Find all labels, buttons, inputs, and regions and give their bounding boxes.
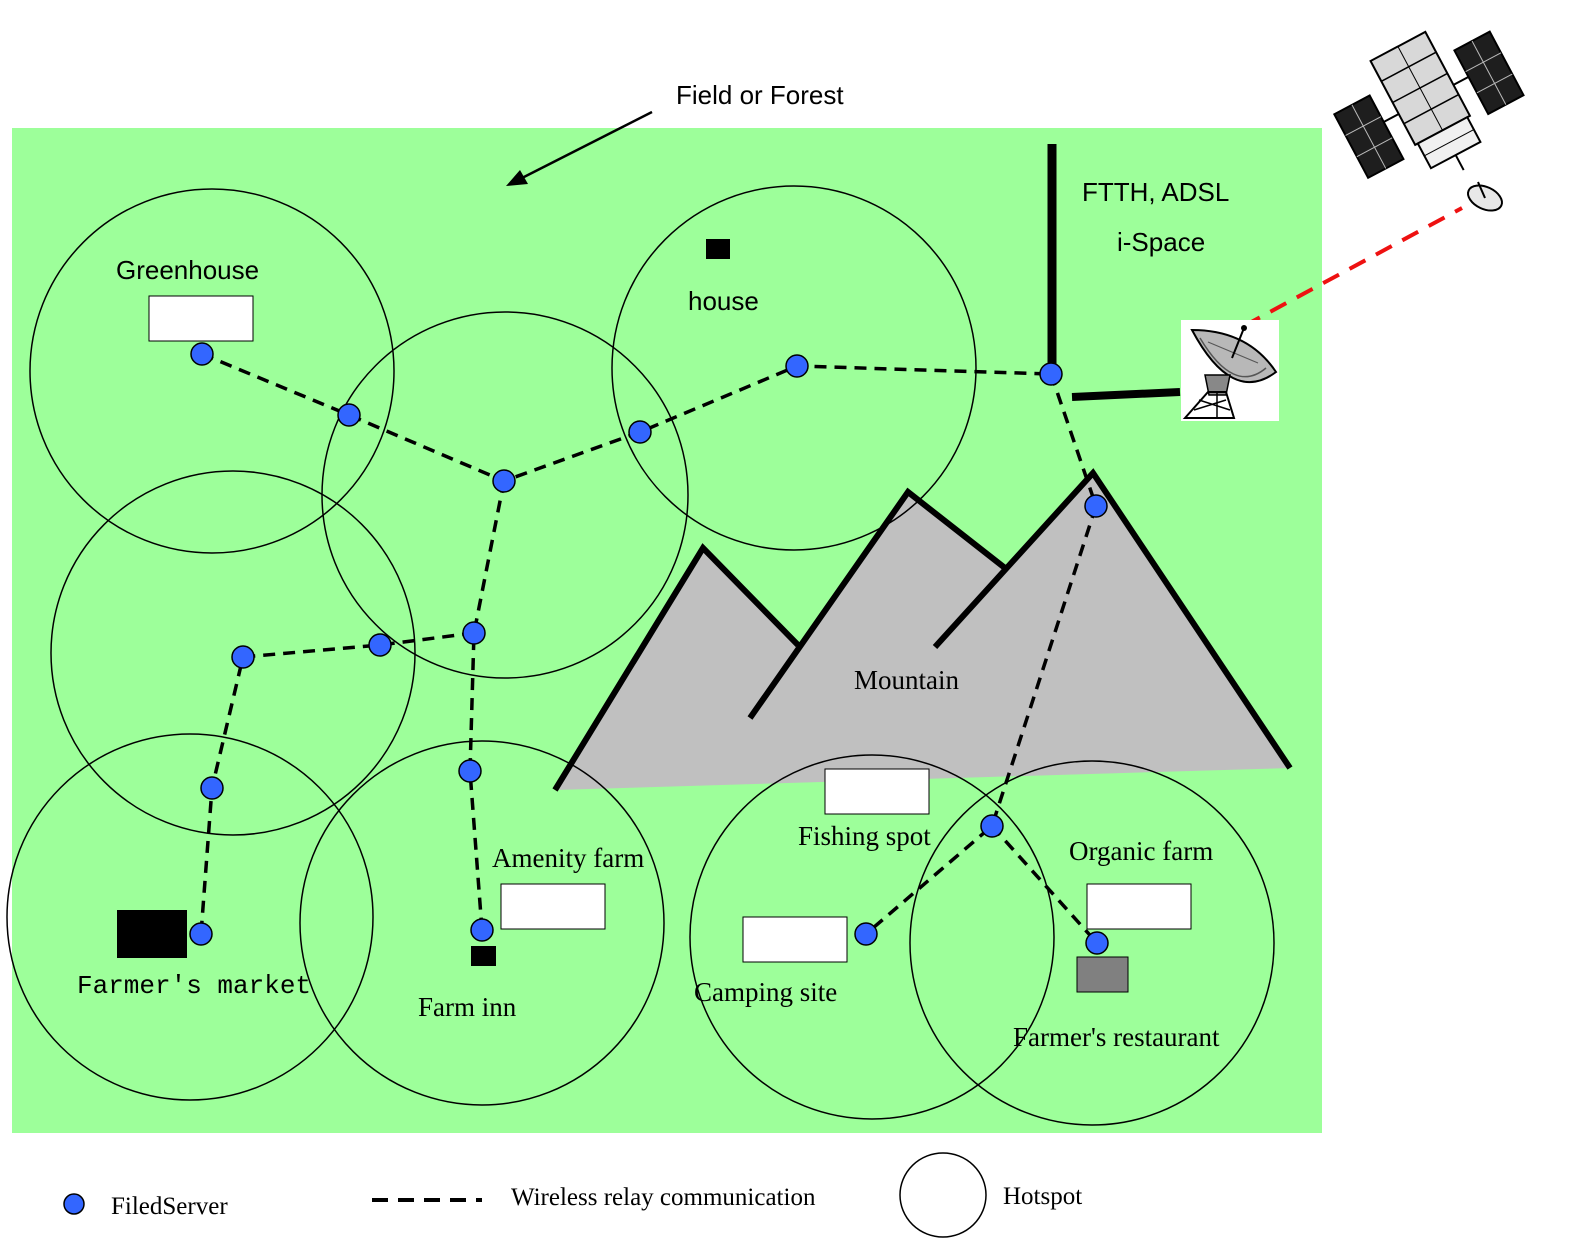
fishing-spot-label: Fishing spot <box>798 821 931 851</box>
field-server-node-icon <box>470 918 494 942</box>
greenhouse-box <box>148 295 254 342</box>
hotspot-circle <box>909 760 1275 1126</box>
mountain-ridge <box>552 543 801 792</box>
dish-connection-line <box>1071 388 1181 401</box>
field-server-node-icon <box>190 342 214 366</box>
field-server-node-icon <box>628 420 652 444</box>
farm-inn-building <box>471 946 496 966</box>
satellite-link <box>1243 206 1463 328</box>
farmers-restaurant-building <box>1076 956 1129 993</box>
hotspot-circle <box>611 185 977 551</box>
field-server-node-icon <box>368 633 392 657</box>
camping-site-box <box>742 916 848 963</box>
mountain-ridge <box>747 487 1007 720</box>
legend-hotspot-label: Hotspot <box>1003 1183 1082 1210</box>
fishing-spot-box <box>824 768 930 815</box>
house-icon <box>706 239 730 259</box>
field-pointer-arrow <box>521 110 653 180</box>
organic-farm-box <box>1086 883 1192 930</box>
field-server-node-icon <box>458 759 482 783</box>
field-pointer-arrowhead <box>506 170 528 186</box>
greenhouse-label: Greenhouse <box>116 255 259 285</box>
field-server-node-icon <box>189 922 213 946</box>
field-or-forest-label: Field or Forest <box>676 80 844 110</box>
mountain-label: Mountain <box>854 665 959 695</box>
farmers-market-label: Farmer's market <box>77 971 311 1001</box>
farm-inn-label: Farm inn <box>418 992 517 1022</box>
house-label: house <box>688 286 759 316</box>
field-server-node-icon <box>337 403 361 427</box>
ftth-adsl-label: FTTH, ADSL <box>1082 177 1229 207</box>
legend: FiledServer Wireless relay communication… <box>63 1152 1082 1238</box>
legend-node-label: FiledServer <box>111 1193 228 1220</box>
field-server-nodes <box>189 342 1109 955</box>
relay-link <box>201 352 1052 483</box>
satellite-icon <box>1332 30 1525 212</box>
amenity-farm-label: Amenity farm <box>492 843 644 873</box>
farmers-restaurant-label: Farmer's restaurant <box>1013 1022 1220 1052</box>
relay-link <box>864 373 1098 936</box>
organic-farm-label: Organic farm <box>1069 836 1213 866</box>
satellite-dish-icon <box>1181 320 1279 421</box>
hotspot-circle <box>689 754 1055 1120</box>
field-server-node-icon <box>1085 931 1109 955</box>
farmers-market-building <box>117 910 187 958</box>
i-space-label: i-Space <box>1117 227 1205 257</box>
legend-link-label: Wireless relay communication <box>511 1184 816 1211</box>
legend-node-icon <box>63 1193 85 1215</box>
wireless-relay-links <box>199 352 1099 945</box>
legend-hotspot-icon <box>899 1152 987 1238</box>
field-server-node-icon <box>1084 494 1108 518</box>
relay-link <box>199 631 475 935</box>
relay-link <box>468 480 506 931</box>
hotspots <box>6 185 1275 1126</box>
field-server-node-icon <box>1039 362 1063 386</box>
field-server-node-icon <box>231 645 255 669</box>
relay-link <box>990 824 1099 945</box>
hotspot-circle <box>29 188 395 554</box>
field-server-node-icon <box>200 776 224 800</box>
field-server-node-icon <box>492 469 516 493</box>
field-server-node-icon <box>854 922 878 946</box>
camping-site-label: Camping site <box>694 977 837 1007</box>
field-server-node-icon <box>462 621 486 645</box>
field-server-node-icon <box>785 354 809 378</box>
mountain <box>555 473 1290 790</box>
hotspot-circle <box>6 733 374 1101</box>
hotspot-circle <box>299 740 665 1106</box>
mountain-ridge <box>932 468 1293 770</box>
field-server-node-icon <box>980 814 1004 838</box>
hotspot-circle <box>50 470 416 836</box>
amenity-farm-box <box>500 883 606 930</box>
